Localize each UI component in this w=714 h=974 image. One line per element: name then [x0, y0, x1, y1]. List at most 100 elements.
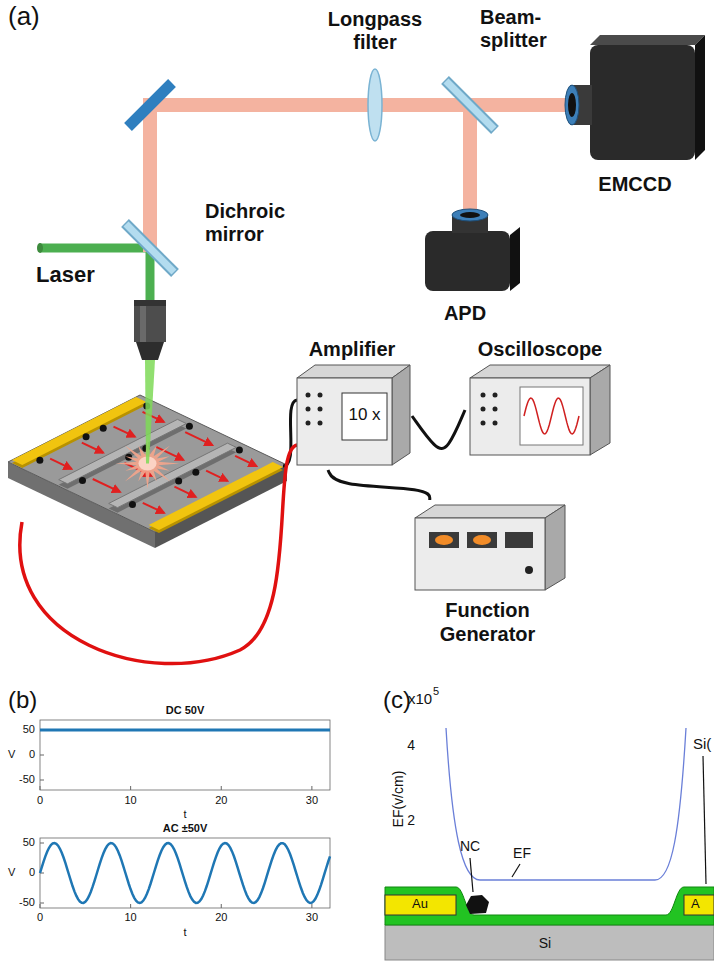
- plot-frame: [40, 720, 330, 790]
- axis-label: t: [175, 926, 195, 939]
- laser-end: [37, 243, 43, 253]
- axis-label: 20: [206, 911, 236, 924]
- dichroic-mirror: [125, 223, 175, 273]
- au-electrode: [684, 895, 714, 915]
- field-arrow: [174, 487, 195, 497]
- label: 5: [433, 685, 445, 698]
- cables: [20, 400, 297, 664]
- beam-splitter: [445, 80, 495, 130]
- label: EF(v/cm): [390, 754, 406, 844]
- detector-lens: [452, 209, 488, 221]
- tick-mark: [40, 755, 44, 756]
- axis-label: 10: [116, 911, 146, 924]
- field-arrow: [93, 479, 120, 492]
- leader-line: [703, 756, 706, 884]
- box-side: [392, 365, 410, 465]
- field-arrow: [113, 427, 134, 437]
- label: Dichroic mirror: [205, 200, 300, 246]
- tick-mark: [40, 843, 44, 844]
- objective: [140, 306, 146, 342]
- emission-beam: [150, 105, 568, 252]
- socket: [306, 393, 311, 398]
- axis-label: V: [8, 866, 20, 879]
- camera: EMCCD: [560, 30, 710, 210]
- nanocrystal-dot: [83, 433, 90, 440]
- tick-mark: [221, 904, 222, 908]
- tick-mark: [40, 904, 41, 908]
- box-front: [297, 378, 392, 465]
- socket: [493, 393, 498, 398]
- axis-label: 10: [116, 794, 146, 807]
- socket: [493, 421, 498, 426]
- axis-label: 30: [297, 911, 327, 924]
- instrument-box: Function Generator: [405, 500, 570, 650]
- axis-label: 50: [5, 723, 35, 736]
- box-front: [415, 518, 545, 590]
- tick-mark: [311, 904, 312, 908]
- emission-beam: [463, 105, 477, 212]
- instrument-box: Oscilloscope: [465, 335, 615, 460]
- axis-label: V: [8, 748, 20, 761]
- label: Beam- splitter: [480, 6, 562, 52]
- tick-mark: [40, 903, 44, 904]
- si-substrate: [385, 925, 714, 960]
- camera-lens: [568, 93, 576, 117]
- sample-chip: [8, 360, 287, 548]
- box-front: [470, 378, 590, 455]
- emission-beam: [150, 105, 568, 252]
- nanocrystal-dot: [186, 423, 193, 430]
- detector-body: [425, 231, 510, 291]
- box-top: [297, 365, 410, 378]
- axis-label: -50: [5, 896, 35, 909]
- cross-section: [385, 728, 714, 960]
- panel-slot: [505, 532, 533, 548]
- detector-lens: [460, 212, 480, 218]
- label: Au: [405, 897, 435, 912]
- axis-label: 20: [206, 794, 236, 807]
- objective: [134, 300, 166, 342]
- instrument-label: EMCCD: [560, 172, 710, 196]
- box-top: [470, 365, 610, 378]
- detector-side: [510, 227, 520, 291]
- ridge: [59, 424, 187, 489]
- screen-trace: [524, 398, 579, 434]
- label: NC: [455, 838, 485, 854]
- label: A: [691, 897, 705, 912]
- socket: [481, 421, 486, 426]
- ridge: [109, 443, 237, 508]
- box-top: [415, 505, 565, 518]
- camera-side: [695, 35, 705, 160]
- label: 2: [395, 812, 415, 828]
- box-side: [590, 365, 610, 455]
- button: [435, 535, 453, 545]
- ac-trace: [40, 843, 330, 903]
- tick-mark: [130, 786, 131, 790]
- axis-label: DC 50V: [135, 704, 235, 717]
- socket: [306, 421, 311, 426]
- laser-beam: [37, 243, 150, 300]
- panel-slot: [467, 532, 497, 548]
- leader-line: [512, 864, 520, 877]
- sio2-layer: [385, 887, 714, 925]
- axis-label: 30: [297, 794, 327, 807]
- tick-mark: [40, 780, 44, 781]
- panel-slot: [429, 532, 459, 548]
- socket: [493, 407, 498, 412]
- axis-label: -50: [5, 773, 35, 786]
- instrument-label: Oscilloscope: [465, 337, 615, 361]
- instrument-label: APD: [405, 301, 525, 325]
- excitation-cone: [145, 360, 155, 464]
- leader-line: [470, 858, 473, 892]
- instrument-box: Amplifier10 x: [292, 335, 412, 470]
- field-arrow: [143, 503, 164, 513]
- box-side: [545, 505, 565, 590]
- socket: [318, 421, 323, 426]
- ridge: [109, 448, 237, 513]
- socket: [306, 407, 311, 412]
- label: EF: [507, 845, 537, 861]
- objective: [134, 300, 166, 306]
- detector: APD: [405, 205, 525, 335]
- dc-trace: [40, 729, 330, 732]
